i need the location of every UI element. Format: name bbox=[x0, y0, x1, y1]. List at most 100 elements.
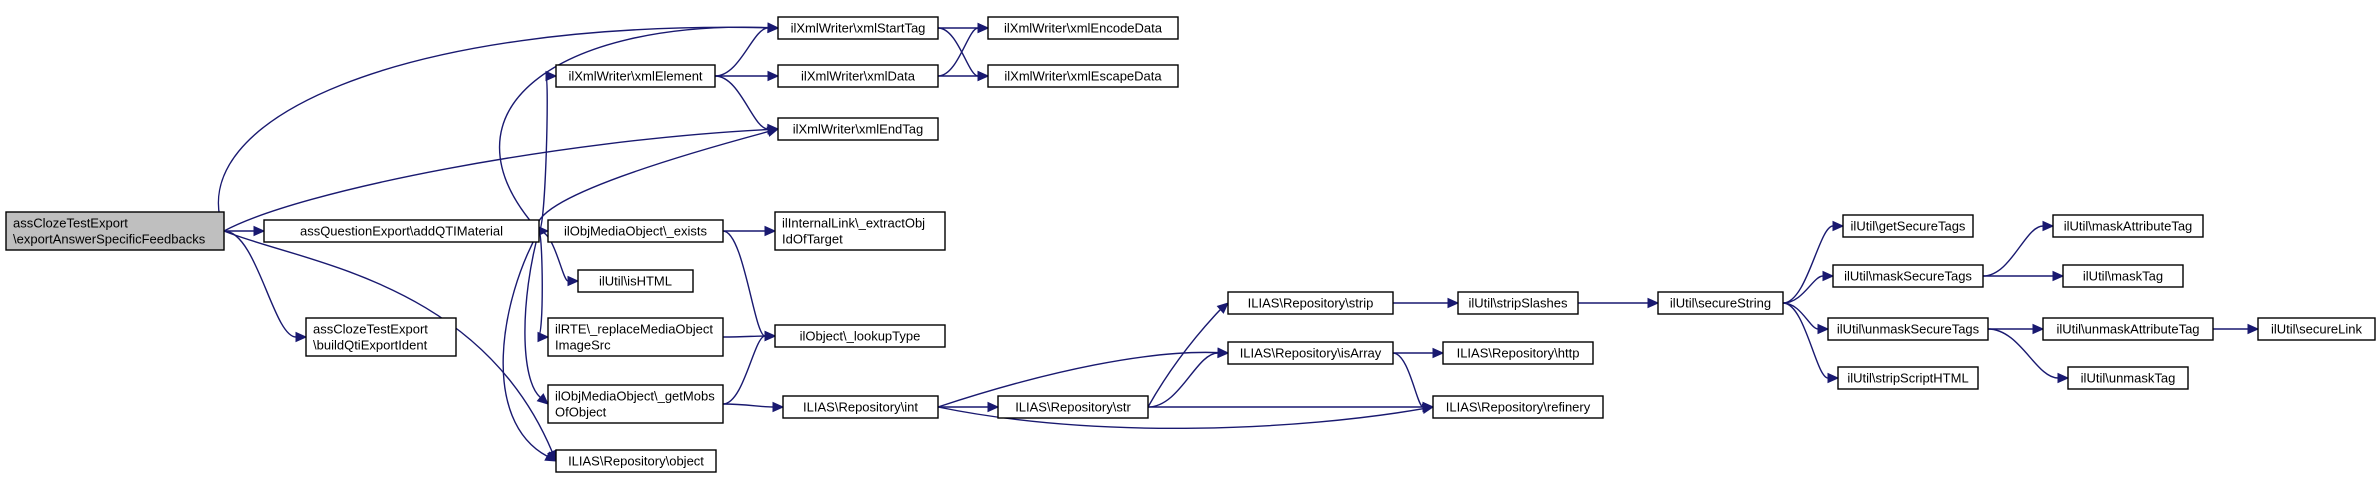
arrowhead-icon bbox=[2052, 270, 2065, 282]
root-node[interactable]: assClozeTestExport\exportAnswerSpecificF… bbox=[5, 211, 225, 251]
node-label: ImageSrc bbox=[555, 338, 611, 353]
node-box bbox=[1832, 264, 1984, 288]
edge-line bbox=[498, 26, 769, 232]
graph-node[interactable]: ilUtil\stripSlashes bbox=[1457, 291, 1579, 315]
node-label: OfObject bbox=[555, 405, 607, 420]
graph-node[interactable]: ilXmlWriter\xmlEscapeData bbox=[987, 64, 1179, 88]
edge-line bbox=[722, 230, 766, 337]
arrowhead-icon bbox=[1216, 302, 1229, 314]
node-box bbox=[1457, 291, 1579, 315]
edge-n8-n10 bbox=[722, 230, 777, 342]
arrowhead-icon bbox=[977, 22, 990, 34]
edge-n1-n12 bbox=[537, 230, 550, 343]
graph-node[interactable]: ILIAS\Repository\strip bbox=[1227, 291, 1394, 315]
graph-node[interactable]: ilXmlWriter\xmlStartTag bbox=[777, 16, 939, 40]
arrowhead-icon bbox=[1822, 270, 1835, 282]
node-label: ilXmlWriter\xmlStartTag bbox=[791, 21, 926, 36]
node-box bbox=[555, 64, 716, 88]
edge-n0-n2 bbox=[217, 22, 780, 232]
graph-node[interactable]: ILIAS\Repository\refinery bbox=[1432, 395, 1604, 419]
graph-node[interactable]: ILIAS\Repository\http bbox=[1442, 341, 1594, 365]
node-label: ilUtil\getSecureTags bbox=[1851, 219, 1966, 234]
node-label: ilObject\_lookupType bbox=[800, 329, 921, 344]
node-box bbox=[777, 64, 939, 88]
node-box bbox=[1842, 214, 1974, 238]
edge-line bbox=[714, 75, 769, 130]
graph-node[interactable]: ILIAS\Repository\int bbox=[782, 395, 939, 419]
graph-node[interactable]: ILIAS\Repository\isArray bbox=[1227, 341, 1394, 365]
edge-n1-n13 bbox=[524, 230, 549, 405]
graph-node[interactable]: ilUtil\isHTML bbox=[577, 269, 694, 293]
node-label: ilUtil\unmaskSecureTags bbox=[1837, 322, 1980, 337]
node-label: ilUtil\maskSecureTags bbox=[1844, 269, 1972, 284]
node-label: ILIAS\Repository\object bbox=[568, 454, 704, 469]
node-label: ilXmlWriter\xmlData bbox=[801, 69, 916, 84]
node-label: ilXmlWriter\xmlEscapeData bbox=[1004, 69, 1162, 84]
graph-node[interactable]: ilObjMediaObject\_exists bbox=[547, 219, 724, 243]
arrowhead-icon bbox=[1217, 347, 1230, 359]
graph-node[interactable]: ilObject\_lookupType bbox=[774, 324, 946, 348]
graph-node[interactable]: ILIAS\Repository\str bbox=[997, 395, 1149, 419]
node-label: ilObjMediaObject\_exists bbox=[564, 224, 708, 239]
node-box bbox=[2257, 317, 2376, 341]
node-box bbox=[1227, 291, 1394, 315]
graph-node[interactable]: ilXmlWriter\xmlElement bbox=[555, 64, 716, 88]
edge-line bbox=[1782, 302, 1829, 379]
graph-node[interactable]: ilUtil\maskTag bbox=[2062, 264, 2184, 288]
graph-node[interactable]: ilUtil\unmaskAttributeTag bbox=[2042, 317, 2214, 341]
graph-node[interactable]: ilXmlWriter\xmlData bbox=[777, 64, 939, 88]
graph-node[interactable]: assClozeTestExport\buildQtiExportIdent bbox=[305, 317, 457, 357]
edge-n1-n14 bbox=[502, 230, 558, 462]
edge-line bbox=[722, 335, 766, 338]
graph-node[interactable]: ilXmlWriter\xmlEncodeData bbox=[987, 16, 1179, 40]
graph-node[interactable]: ilUtil\unmaskTag bbox=[2067, 366, 2189, 390]
node-layer: assClozeTestExport\exportAnswerSpecificF… bbox=[5, 16, 2376, 473]
edge-n5-n7 bbox=[714, 75, 780, 135]
edge-line bbox=[722, 335, 766, 405]
node-box bbox=[2052, 214, 2204, 238]
arrowhead-icon bbox=[764, 330, 777, 342]
arrowhead-icon bbox=[1647, 297, 1660, 309]
edge-n0-n7 bbox=[223, 124, 780, 232]
graph-node[interactable]: ilUtil\secureString bbox=[1657, 291, 1784, 315]
graph-node[interactable]: ilUtil\maskSecureTags bbox=[1832, 264, 1984, 288]
arrowhead-icon bbox=[767, 70, 780, 82]
graph-node[interactable]: assQuestionExport\addQTIMaterial bbox=[263, 219, 540, 243]
node-label: IdOfTarget bbox=[782, 232, 843, 247]
graph-node[interactable]: ilUtil\unmaskSecureTags bbox=[1827, 317, 1989, 341]
graph-node[interactable]: ilUtil\maskAttributeTag bbox=[2052, 214, 2204, 238]
node-box bbox=[782, 395, 939, 419]
graph-node[interactable]: ilUtil\stripScriptHTML bbox=[1837, 366, 1979, 390]
graph-node[interactable]: ilUtil\secureLink bbox=[2257, 317, 2376, 341]
edge-line bbox=[223, 230, 297, 338]
arrowhead-icon bbox=[1817, 323, 1830, 335]
edge-n22-n31 bbox=[1782, 302, 1840, 384]
edge-n13-n15 bbox=[722, 401, 785, 413]
arrowhead-icon bbox=[537, 331, 550, 343]
graph-node[interactable]: ilXmlWriter\xmlEndTag bbox=[777, 117, 939, 141]
node-label: ILIAS\Repository\str bbox=[1015, 400, 1131, 415]
graph-node[interactable]: ilUtil\getSecureTags bbox=[1842, 214, 1974, 238]
edge-line bbox=[1782, 302, 1819, 330]
edge-n15-n16 bbox=[937, 401, 1000, 413]
node-label: ilUtil\secureLink bbox=[2271, 322, 2363, 337]
edge-line bbox=[538, 75, 548, 232]
node-label: ilXmlWriter\xmlEndTag bbox=[793, 122, 924, 137]
arrowhead-icon bbox=[2042, 220, 2055, 232]
node-label: ilUtil\secureString bbox=[1670, 296, 1771, 311]
node-box bbox=[5, 211, 225, 251]
edge-n27-n30 bbox=[1987, 328, 2070, 384]
node-box bbox=[547, 384, 724, 424]
arrowhead-icon bbox=[987, 401, 1000, 413]
node-box bbox=[1827, 317, 1989, 341]
edge-line bbox=[937, 351, 1219, 408]
graph-node[interactable]: ILIAS\Repository\object bbox=[555, 449, 717, 473]
edge-line bbox=[722, 403, 774, 408]
node-label: ilUtil\stripScriptHTML bbox=[1847, 371, 1968, 386]
edge-line bbox=[538, 230, 569, 282]
node-box bbox=[1227, 341, 1394, 365]
node-label: ilUtil\maskTag bbox=[2083, 269, 2163, 284]
